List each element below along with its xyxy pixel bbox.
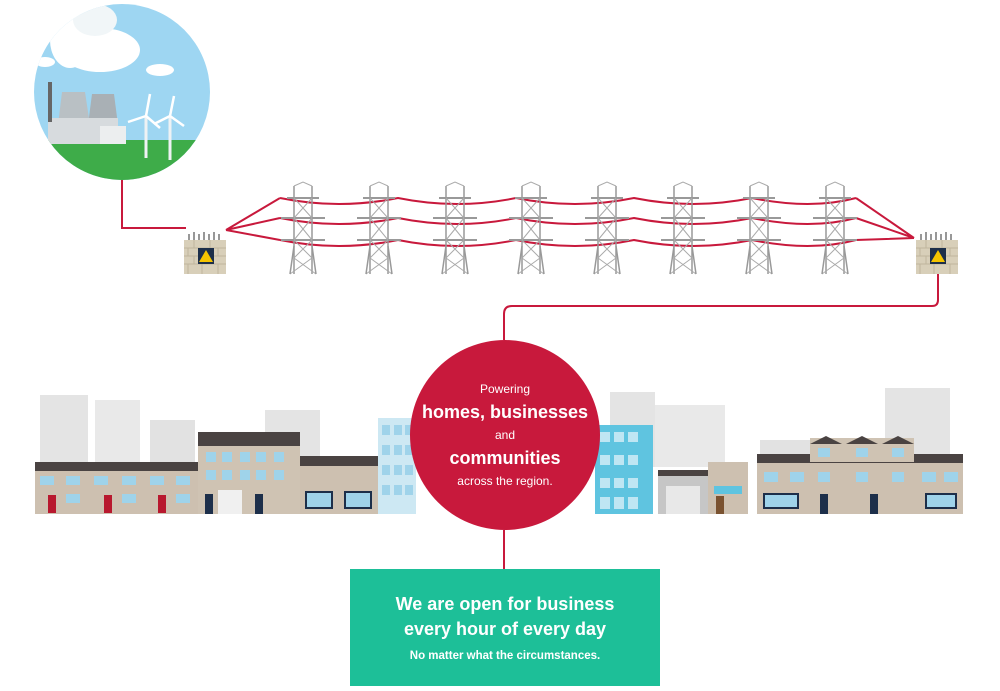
circle-line-and: and: [494, 428, 516, 442]
town-skyline-illustration: [35, 388, 963, 514]
circle-line-communities: communities: [449, 448, 561, 468]
open-for-business-box: We are open for business every hour of e…: [350, 569, 660, 686]
circle-line-homes-businesses: homes, businesses: [421, 402, 589, 422]
wind-turbine-icon: [127, 93, 185, 160]
box-headline-2: every hour of every day: [403, 619, 607, 639]
circle-line-region: across the region.: [457, 474, 553, 488]
powering-circle: Powering homes, businesses and communiti…: [410, 340, 600, 530]
substation-icon-left: [183, 231, 227, 275]
electricity-pylon-icon: [280, 181, 858, 275]
box-subline: No matter what the circumstances.: [409, 650, 601, 662]
substation-icon-right: [915, 231, 959, 275]
power-lines: [225, 196, 915, 247]
circle-line-powering: Powering: [479, 382, 531, 396]
box-headline-1: We are open for business: [395, 594, 615, 614]
power-station-illustration: [34, 4, 210, 180]
